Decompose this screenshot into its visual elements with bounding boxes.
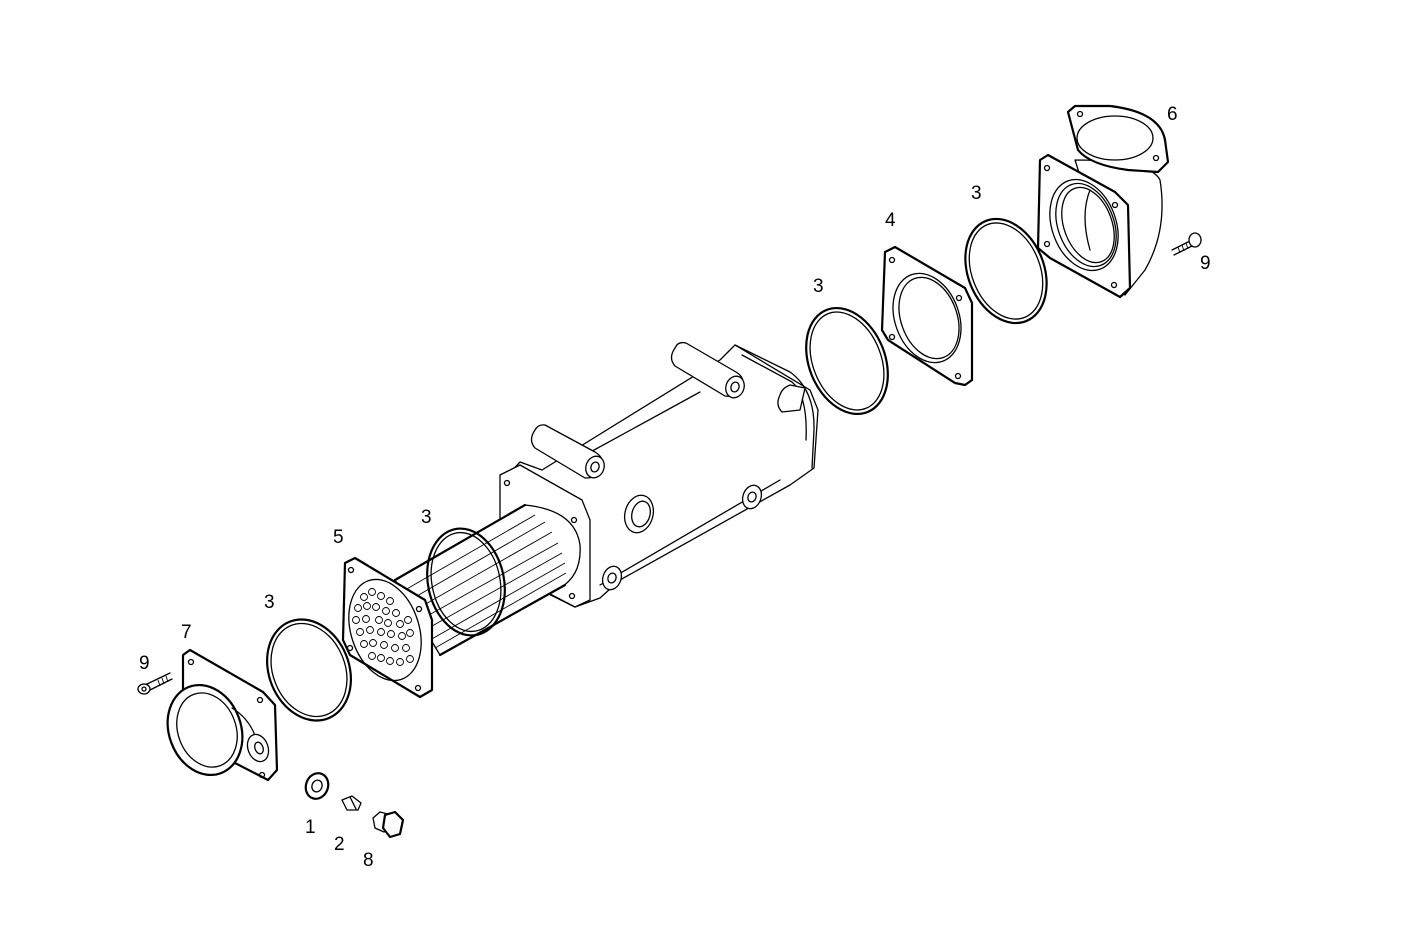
callout-1: 1 [305,817,316,838]
o-ring-bundle [426,527,506,637]
o-ring-left [266,618,352,722]
tube-holes [352,588,414,666]
callout-9-left: 9 [139,653,150,674]
callout-6: 6 [1167,104,1178,125]
screw-right-part-9 [1171,232,1202,256]
callout-3-bundle-ring: 3 [421,507,432,528]
callout-7: 7 [181,622,192,643]
callout-5: 5 [333,527,344,548]
callout-3-elbow-ring: 3 [971,183,982,204]
nipple-part-2 [341,795,362,811]
inlet-cover-part-7 [166,648,279,782]
callout-2: 2 [334,834,345,855]
callout-labels: 1 2 3 3 3 3 4 5 6 7 8 9 9 [139,104,1211,871]
callout-3-left-ring: 3 [264,592,275,613]
drain-plug-part-8 [372,810,405,839]
flange-plate-part-4 [880,245,974,387]
elbow-cover-part-6 [1036,104,1170,299]
callout-9-right: 9 [1200,253,1211,274]
o-ring-right-1 [805,306,889,416]
sealing-washer-part-1 [304,772,330,800]
screw-left-part-9 [137,672,173,695]
callout-3-right-ring: 3 [813,276,824,297]
callout-4: 4 [885,210,896,231]
o-ring-right-2 [964,217,1048,325]
tube-bundle-part-5 [341,503,581,699]
callout-8: 8 [363,850,374,871]
